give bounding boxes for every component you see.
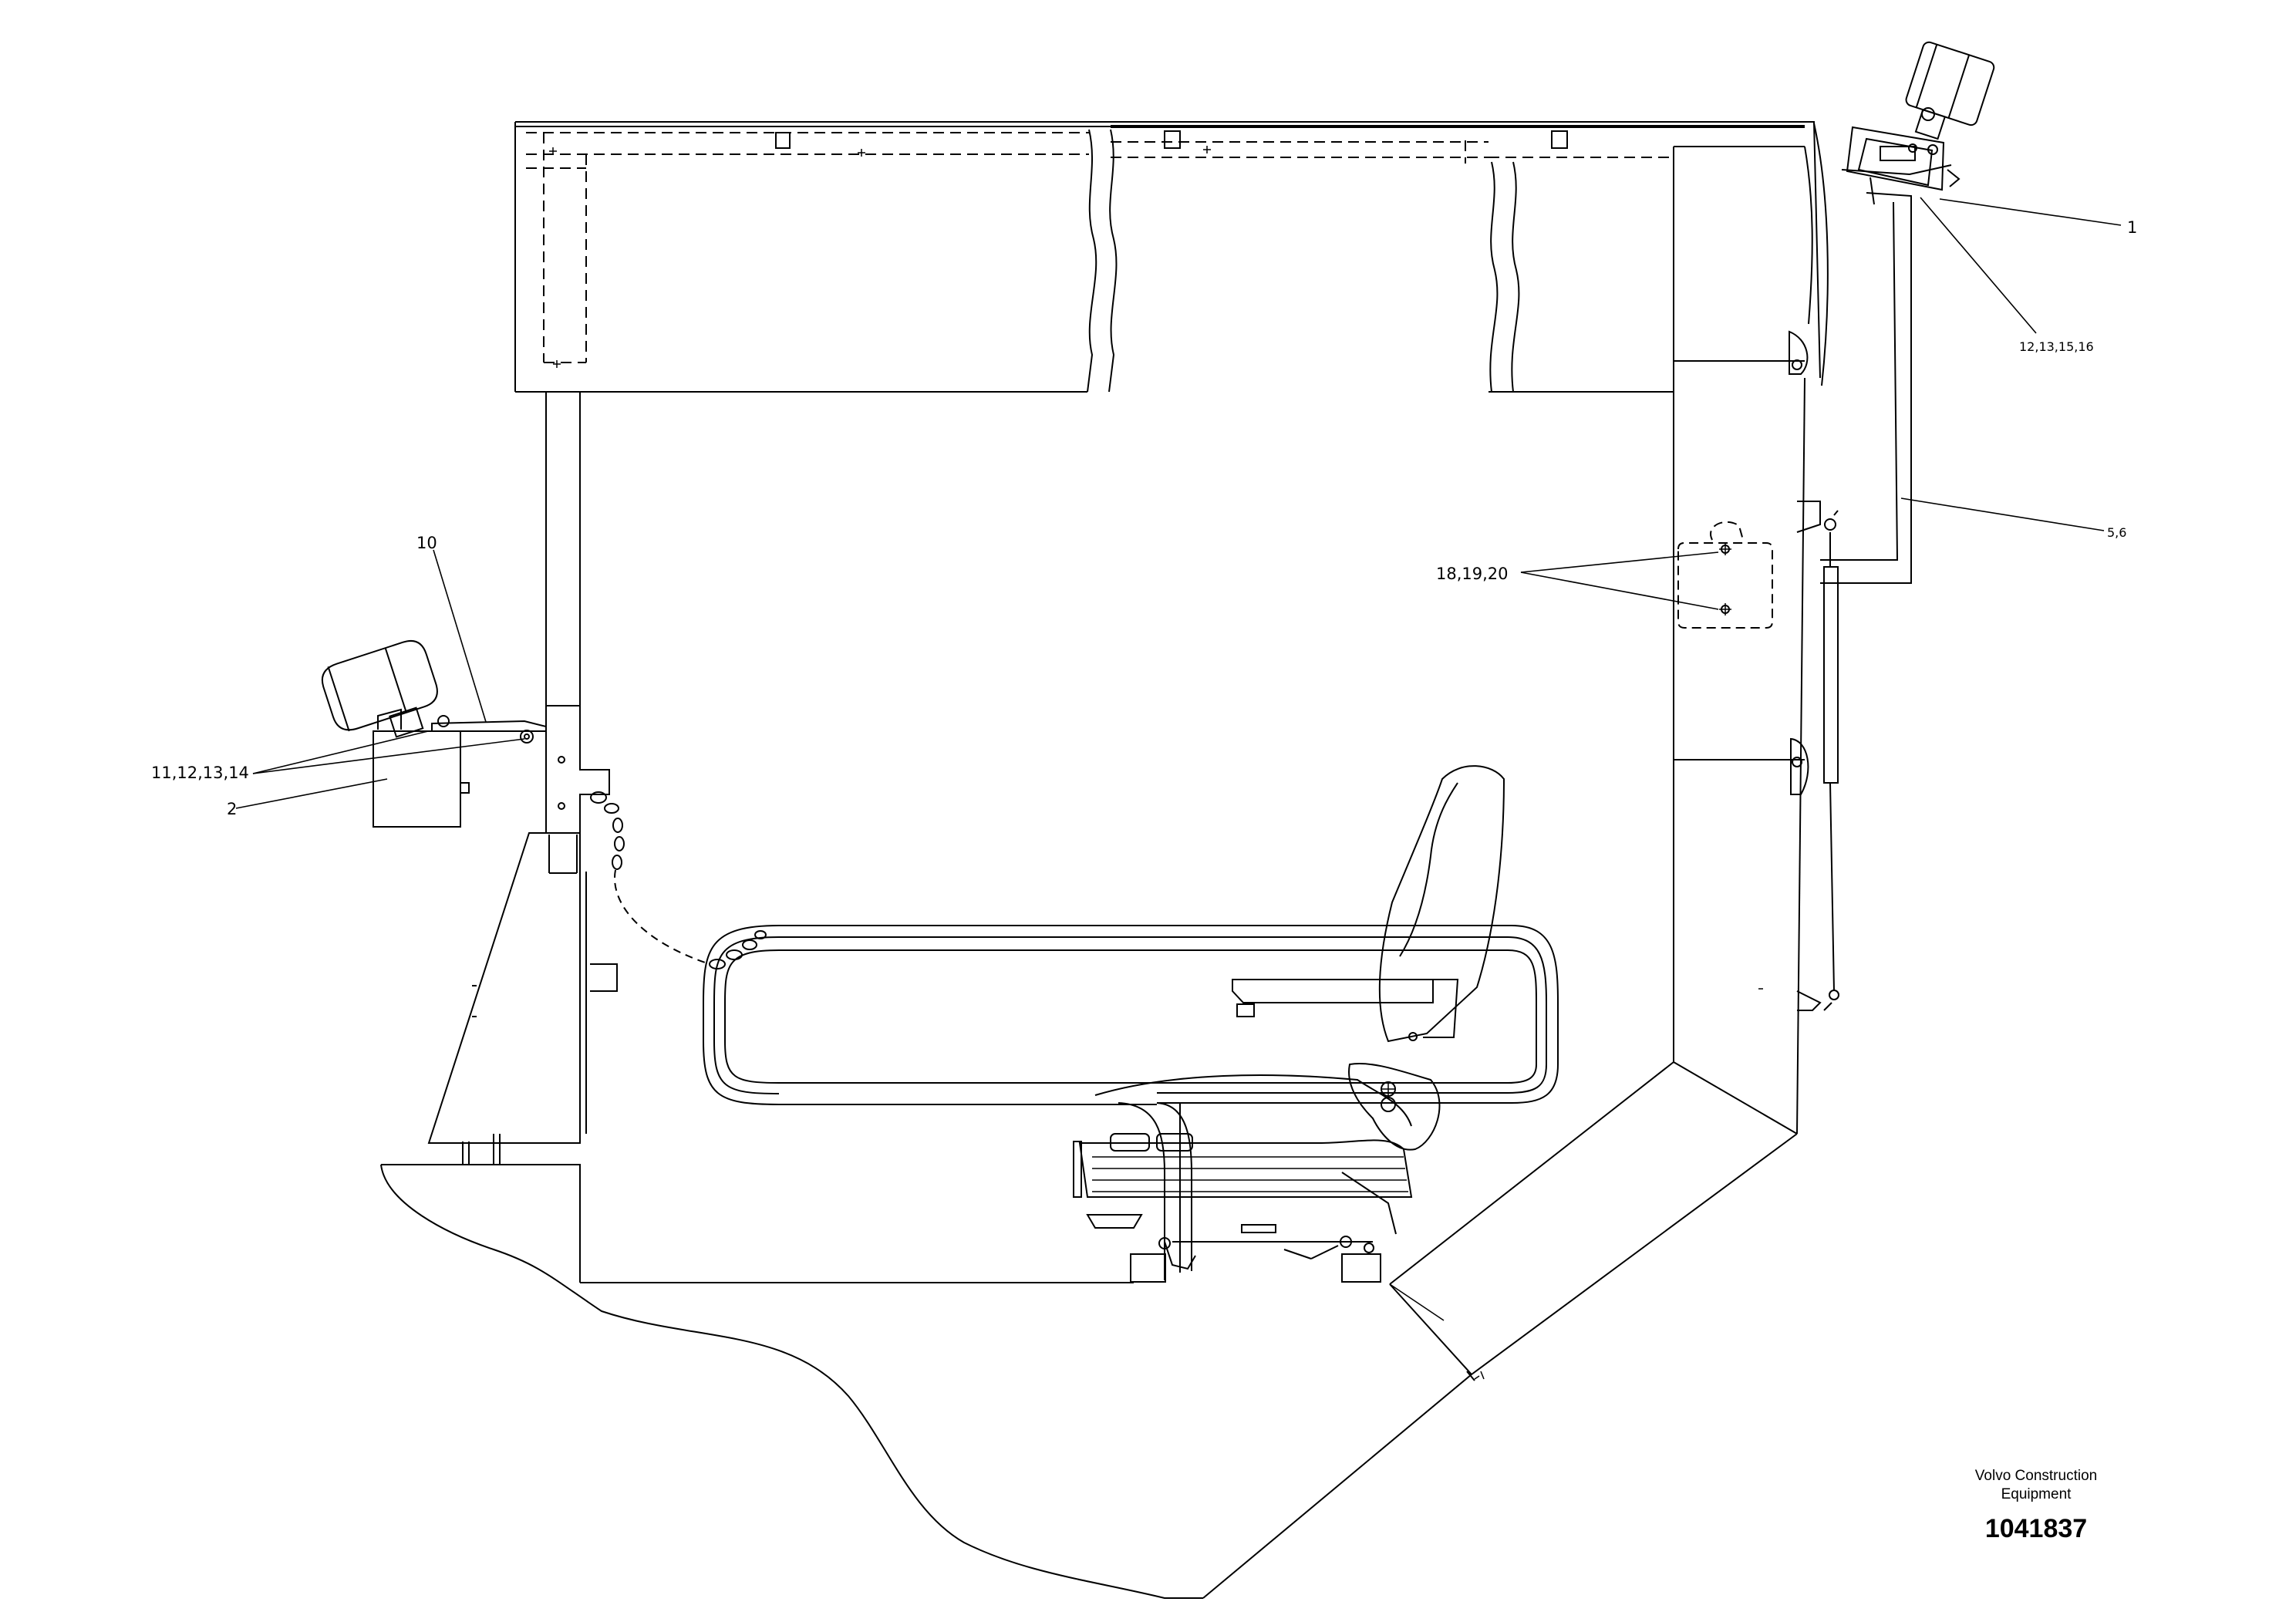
company-name: Volvo Construction Equipment: [1920, 1467, 2152, 1504]
front-work-light: [321, 639, 547, 828]
cab-rail: [703, 925, 1559, 1280]
cab-roof: [514, 121, 1829, 393]
rear-work-light: [1820, 41, 1995, 584]
callout-10: 10: [416, 534, 437, 552]
rear-wall: [1389, 146, 1839, 1381]
callout-12-13-15-16: 12,13,15,16: [2019, 339, 2094, 354]
leader-lines: [235, 197, 2122, 809]
callout-18-19-20: 18,19,20: [1436, 565, 1509, 583]
drawing-number: 1041837: [1984, 1514, 2088, 1543]
left-pillar: [427, 392, 618, 1165]
company-name-line-1: Volvo Construction: [1974, 1468, 2098, 1484]
callout-11-12-13-14: 11,12,13,14: [151, 764, 249, 782]
company-name-line-2: Equipment: [2001, 1486, 2072, 1502]
callout-5-6: 5,6: [2107, 525, 2126, 540]
floor-contour: [380, 1164, 1472, 1599]
callout-labels: 1 12,13,15,16 5,6 18,19,20 10 11,12,13,1…: [151, 218, 2137, 818]
callout-1: 1: [2127, 218, 2137, 237]
callout-2: 2: [227, 800, 237, 818]
operator-seat: [1073, 765, 1505, 1283]
